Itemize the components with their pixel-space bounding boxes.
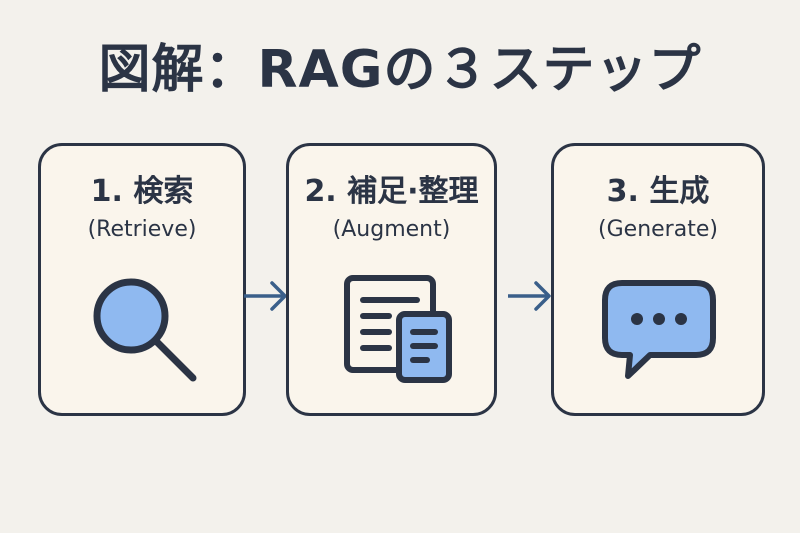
- step-title: 3. 生成: [606, 174, 710, 209]
- diagram-title: 図解：RAGの３ステップ: [98, 40, 702, 100]
- step-subtitle: (Generate): [598, 217, 718, 242]
- arrow-right-icon: [508, 281, 551, 311]
- step-subtitle: (Retrieve): [87, 217, 197, 242]
- documents-icon: [344, 275, 452, 383]
- arrow-right-icon: [244, 281, 287, 311]
- step-subtitle: (Augment): [332, 217, 451, 242]
- step-title: 2. 補足·整理: [304, 174, 479, 209]
- step-box-augment: 2. 補足·整理 (Augment): [286, 143, 497, 416]
- step-title: 1. 検索: [90, 174, 194, 209]
- step-box-generate: 3. 生成 (Generate): [551, 143, 765, 416]
- chat-bubble-icon: [602, 280, 716, 379]
- step-box-retrieve: 1. 検索 (Retrieve): [38, 143, 246, 416]
- magnifier-icon: [93, 278, 197, 382]
